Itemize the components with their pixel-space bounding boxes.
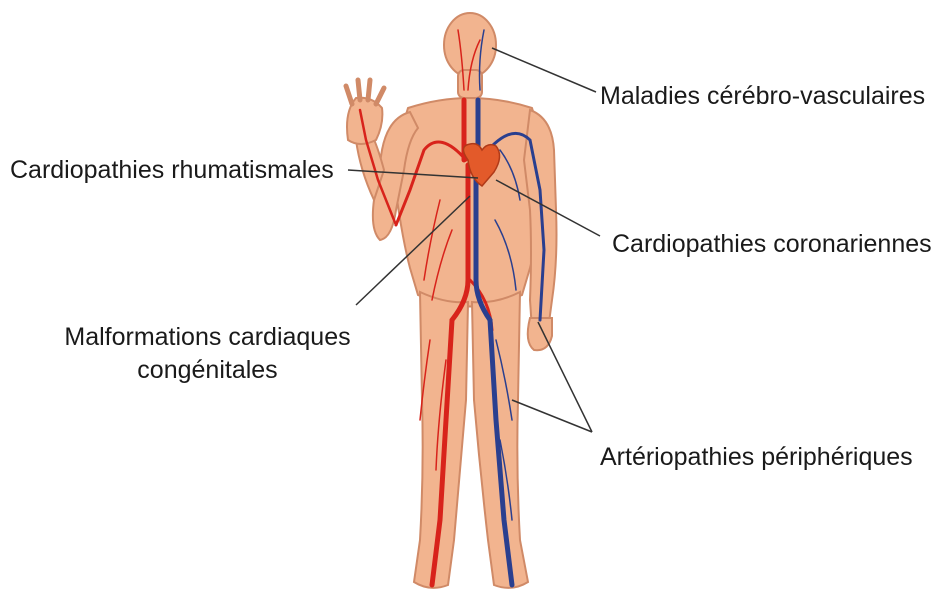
label-malformations-cardiaques: Malformations cardiaques congénitales (55, 321, 360, 387)
label-maladies-cerebro-vasculaires: Maladies cérébro-vasculaires (600, 80, 925, 113)
label-malformations-line1: Malformations cardiaques (55, 321, 360, 354)
label-cardiopathies-coronariennes: Cardiopathies coronariennes (612, 228, 932, 261)
leader-line-cerebro (492, 48, 596, 92)
label-malformations-line2: congénitales (55, 354, 360, 387)
leader-line-arterio-upper (538, 322, 592, 432)
label-arteriopathies-peripheriques: Artériopathies périphériques (600, 441, 913, 474)
label-cardiopathies-rhumatismales: Cardiopathies rhumatismales (10, 154, 334, 187)
body-silhouette (346, 13, 557, 588)
leader-line-arterio-lower (512, 400, 592, 432)
